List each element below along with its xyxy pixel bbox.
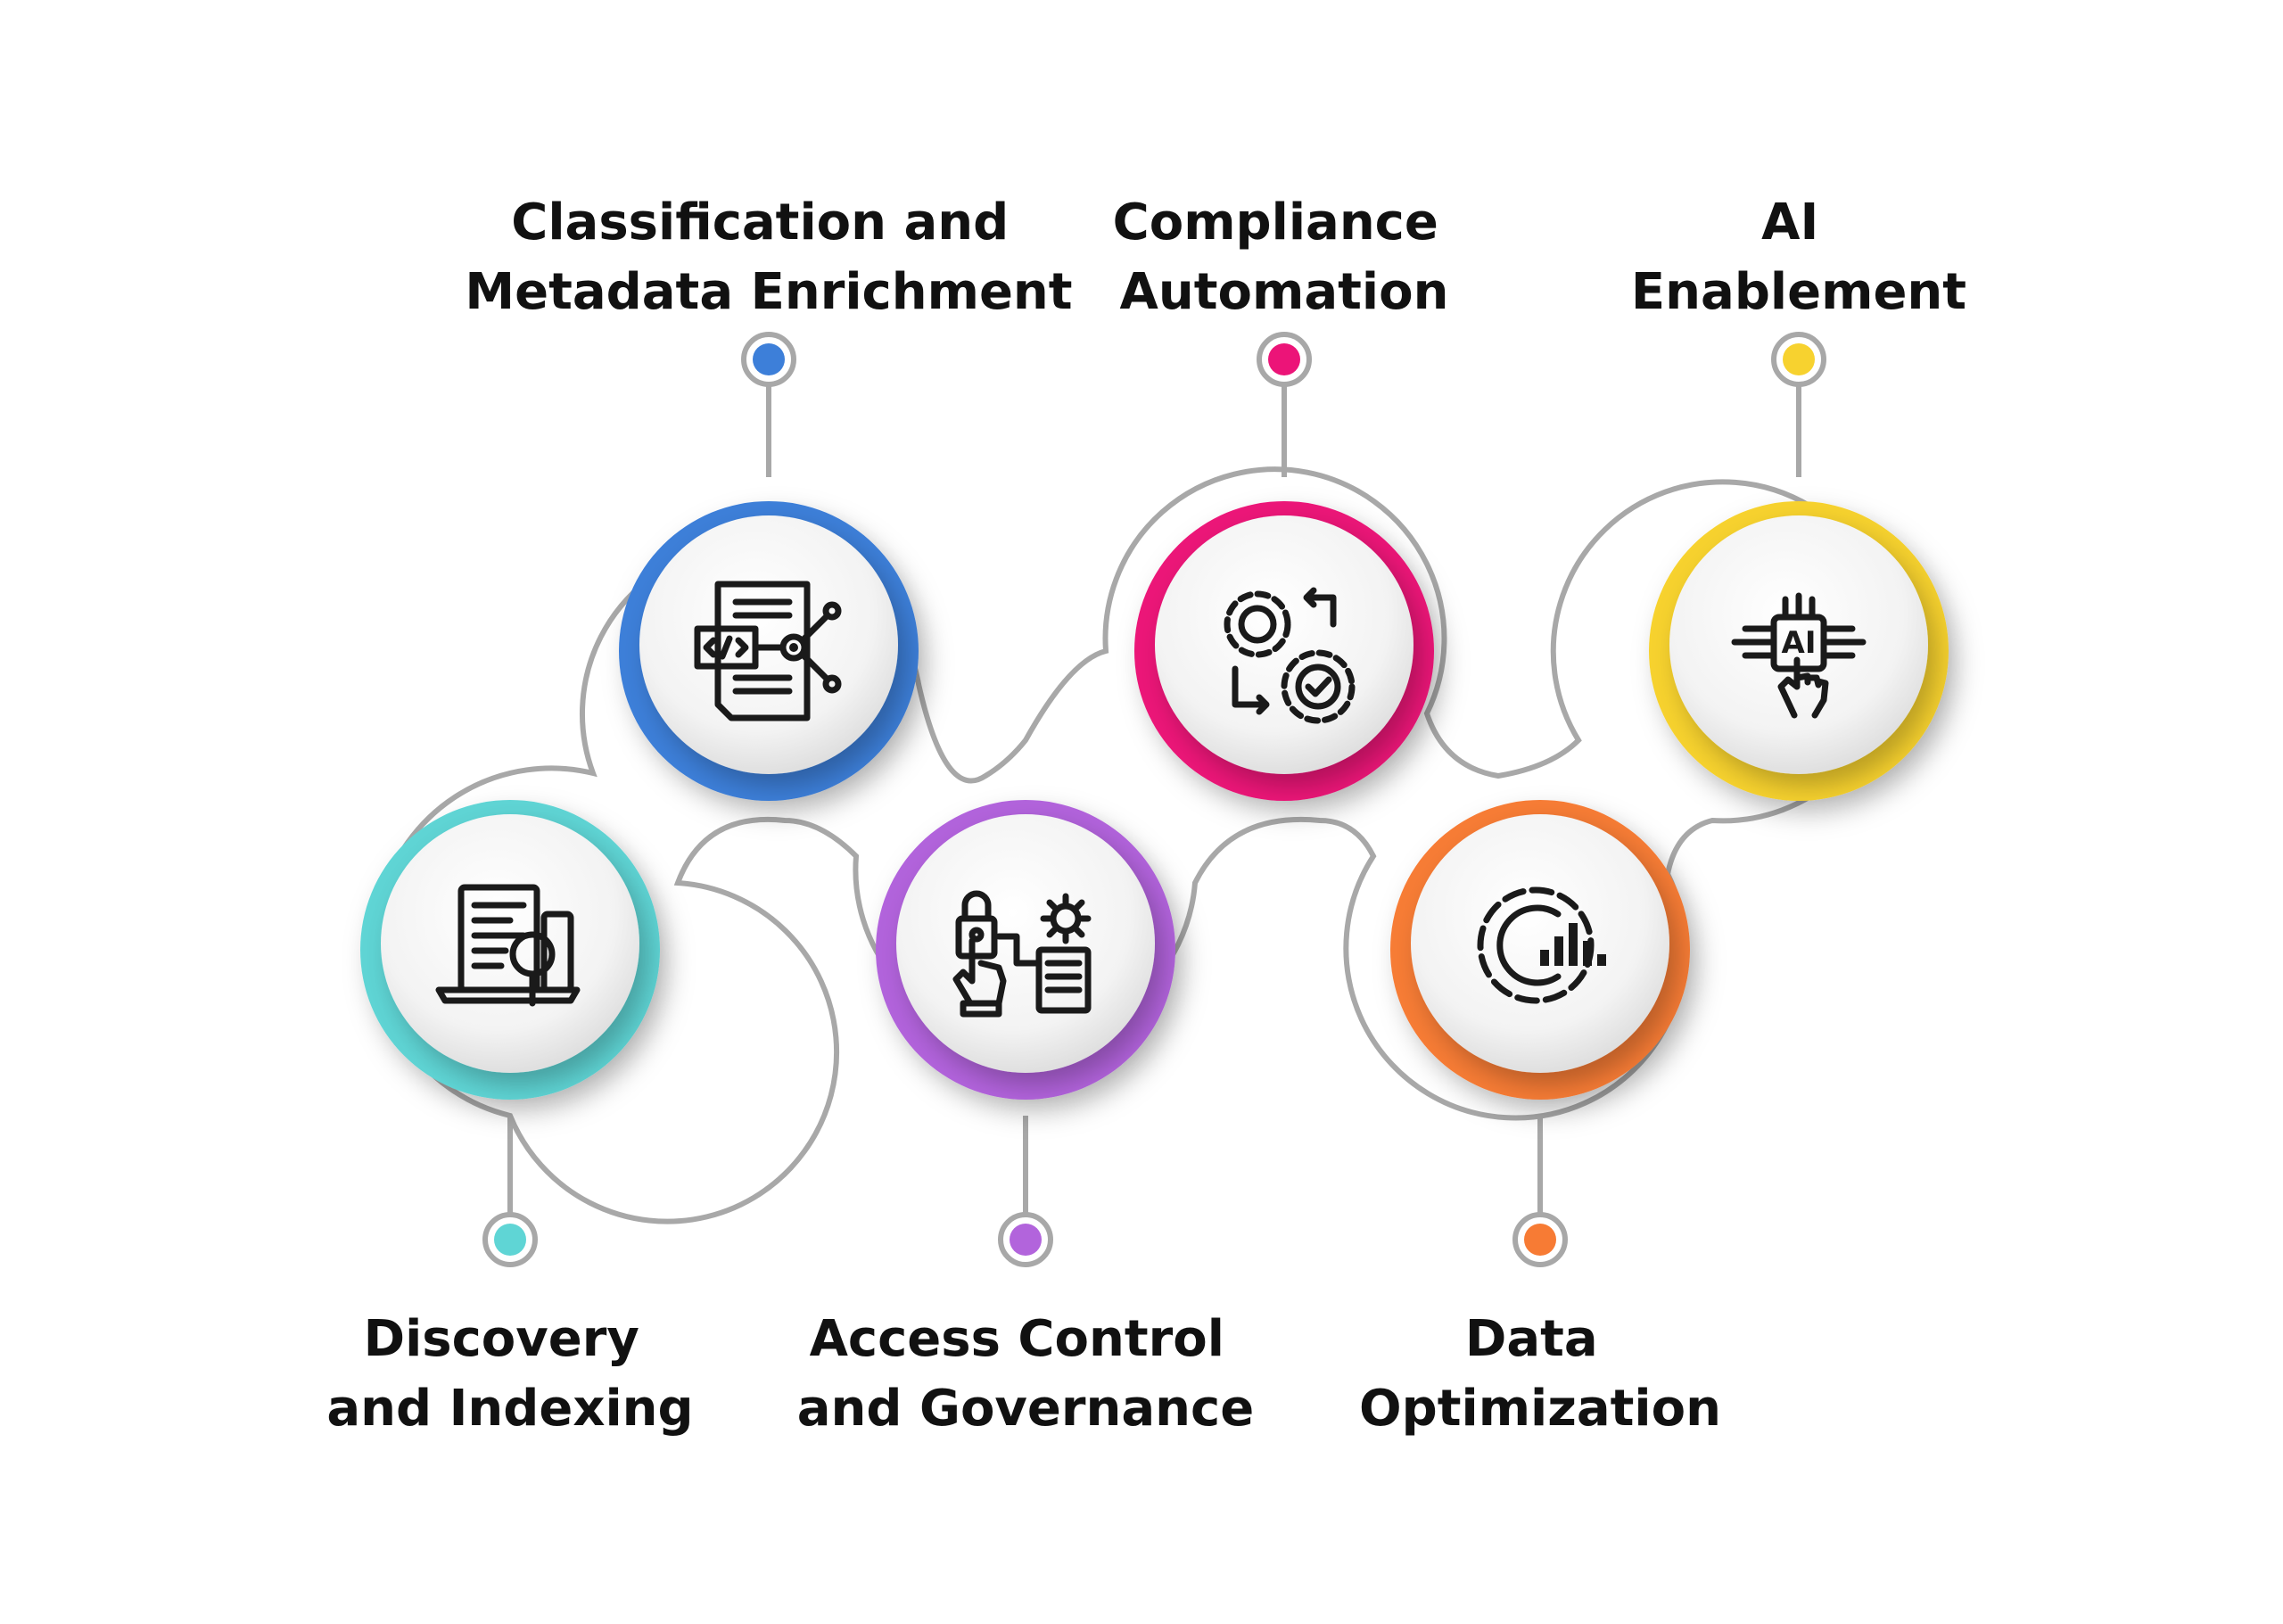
label-classification: Classification and Metadata Enrichment: [465, 194, 1072, 321]
code-document-network-icon: [694, 581, 842, 721]
step-access: [876, 800, 1175, 1100]
ai-chip-hand-icon: AI: [1731, 592, 1867, 719]
stem-lines: [507, 370, 1801, 1231]
label-discovery: Discovery and Indexing: [326, 1310, 693, 1438]
marker-dot-classification: [741, 332, 796, 387]
marker-dot-optimization: [1512, 1212, 1568, 1267]
gears-check-icon: [1224, 587, 1356, 724]
label-access: Access Control and Governance: [797, 1310, 1254, 1438]
step-optimization: [1390, 800, 1690, 1100]
svg-text:AI: AI: [1782, 625, 1817, 661]
marker-dot-discovery: [482, 1212, 538, 1267]
marker-dot-access: [998, 1212, 1053, 1267]
step-classification: [619, 501, 919, 801]
label-ai: AI Enablement: [1631, 194, 1966, 321]
label-compliance: Compliance Automation: [1113, 194, 1456, 321]
document-search-icon: [435, 884, 581, 1007]
marker-dot-compliance: [1257, 332, 1312, 387]
marker-dot-ai: [1771, 332, 1826, 387]
lock-hand-gear-icon: [952, 890, 1092, 1018]
label-optimization: Data Optimization: [1359, 1310, 1721, 1438]
step-compliance: [1134, 501, 1434, 801]
gear-chart-icon: [1477, 886, 1606, 1004]
step-ai: AI: [1649, 501, 1949, 801]
step-discovery: [360, 800, 660, 1100]
